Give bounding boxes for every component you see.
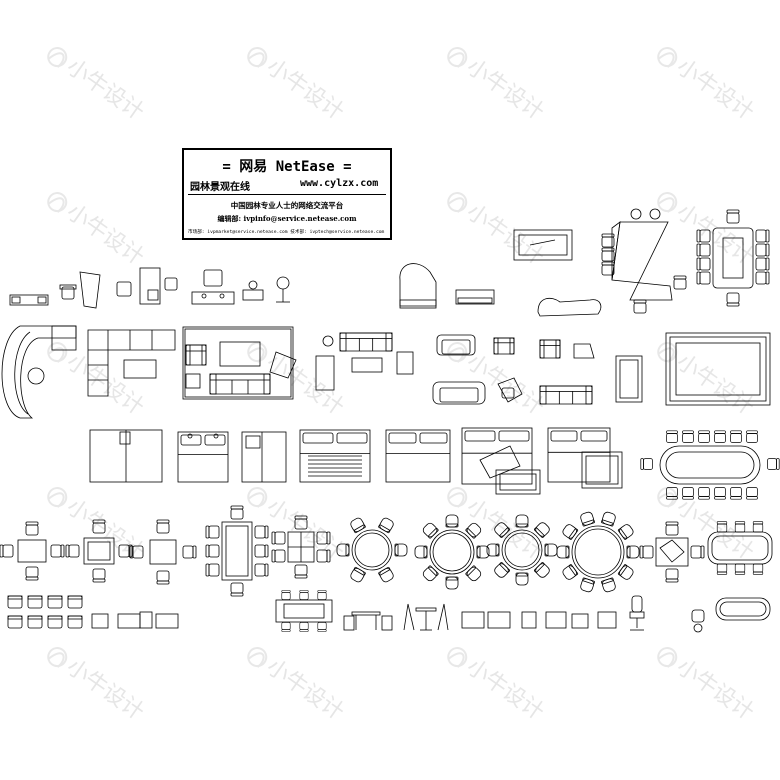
round-table-10 — [556, 511, 640, 593]
three-seat-sofa — [539, 385, 593, 405]
office-set-symbol — [116, 267, 178, 305]
piano-bench-symbol — [455, 289, 495, 305]
watermark-mark: 小牛设计 — [47, 47, 148, 125]
double-bed-quilt-symbol — [299, 429, 371, 483]
curved-desk-symbol — [79, 271, 101, 309]
watermark-mark: 小牛设计 — [657, 47, 758, 125]
watermark-mark: 小牛设计 — [247, 47, 348, 125]
pool-table-symbol — [513, 229, 573, 261]
watermark-mark: 小牛设计 — [657, 487, 758, 565]
watermark-mark: 小牛设计 — [247, 342, 348, 420]
watermark-mark: 小牛设计 — [657, 342, 758, 420]
watermark-mark: 小牛设计 — [47, 647, 148, 725]
square-table-4b — [65, 519, 133, 583]
svg-text:小牛设计: 小牛设计 — [672, 199, 758, 270]
watermark-mark: 小牛设计 — [247, 487, 348, 565]
watermark-mark: 小牛设计 — [247, 647, 348, 725]
svg-text:小牛设计: 小牛设计 — [262, 654, 348, 725]
single-bed-symbol-2 — [241, 431, 287, 483]
living-room-set-symbol — [182, 326, 297, 400]
lounge-chair-pair — [539, 339, 595, 359]
console-table-symbol — [191, 269, 235, 305]
l-sectional-sofa — [87, 329, 176, 397]
twin-beds-symbol — [89, 429, 163, 483]
svg-text:小牛设计: 小牛设计 — [462, 54, 548, 125]
double-bed-side-symbol — [547, 427, 623, 489]
double-bed-symbol — [385, 429, 451, 483]
office-chair-plan — [691, 609, 705, 633]
floor-lamp-symbol — [276, 276, 290, 303]
title-divider — [188, 194, 386, 195]
svg-text:小牛设计: 小牛设计 — [462, 349, 548, 420]
rect-table-6 — [205, 505, 269, 597]
angled-desk-symbol — [601, 208, 687, 314]
title-editor: 编辑部: ivpinfo@service.netease.com — [217, 214, 357, 223]
watermark-mark: 小牛设计 — [447, 342, 548, 420]
svg-text:小牛设计: 小牛设计 — [672, 654, 758, 725]
sofa-elevations — [461, 611, 617, 629]
svg-text:小牛设计: 小牛设计 — [62, 54, 148, 125]
oval-ornate-table — [707, 521, 773, 575]
svg-text:小牛设计: 小牛设计 — [672, 494, 758, 565]
office-chair-elevation — [629, 595, 645, 631]
rect-table-side-view — [275, 590, 333, 632]
watermark-layer: 小牛设计小牛设计小牛设计小牛设计小牛设计小牛设计小牛设计小牛设计小牛设计小牛设计… — [47, 47, 758, 725]
sofa-table-set — [315, 332, 414, 391]
title-tagline: 中国园林专业人士的网络交流平台 — [230, 201, 344, 210]
recliner-symbol — [497, 377, 523, 403]
round-table-6 — [336, 517, 408, 583]
square-ornate-table — [639, 521, 705, 583]
square-table-4c — [129, 519, 197, 585]
curved-sectional-sofa — [1, 325, 77, 419]
round-table-8b — [486, 514, 558, 586]
svg-text:小牛设计: 小牛设计 — [262, 349, 348, 420]
bistro-table-elevation — [403, 603, 449, 631]
large-rug-symbol — [665, 332, 771, 406]
conference-table-symbol — [696, 209, 770, 307]
svg-text:小牛设计: 小牛设计 — [262, 54, 348, 125]
lamp-table-symbol — [242, 280, 264, 301]
small-armchair-symbol — [493, 337, 515, 355]
sofa-symbol — [432, 381, 486, 405]
area-rug-symbol — [615, 355, 643, 403]
title-block: = 网易 NetEase = 园林景观在线 www.cylzx.com 中国园林… — [182, 148, 392, 240]
watermark-mark: 小牛设计 — [47, 192, 148, 270]
svg-text:小牛设计: 小牛设计 — [672, 349, 758, 420]
site-url: www.cylzx.com — [300, 178, 379, 189]
loveseat-symbol — [436, 334, 476, 356]
square-table-4 — [0, 521, 65, 581]
grand-piano-symbol — [399, 263, 437, 309]
rect-table-6b — [271, 515, 331, 579]
svg-text:小牛设计: 小牛设计 — [62, 654, 148, 725]
svg-text:小牛设计: 小牛设计 — [462, 654, 548, 725]
oval-dining-table-symbol — [640, 430, 780, 500]
double-bed-rug-symbol — [461, 427, 541, 495]
svg-text:小牛设计: 小牛设计 — [62, 199, 148, 270]
title-heading: = 网易 NetEase = — [222, 159, 352, 175]
watermark-mark: 小牛设计 — [657, 647, 758, 725]
single-bed-symbol — [177, 431, 229, 483]
svg-text:小牛设计: 小牛设计 — [672, 54, 758, 125]
table-chairs-elevation — [343, 611, 393, 631]
chaise-lounge-symbol — [537, 297, 602, 317]
watermark-mark: 小牛设计 — [447, 192, 548, 270]
desk-symbol — [9, 294, 49, 306]
watermark-mark: 小牛设计 — [447, 47, 548, 125]
title-footer: 市场部: ivpmarket@service.netease.com 技术部: … — [188, 230, 385, 235]
watermark-mark: 小牛设计 — [447, 647, 548, 725]
furniture-symbols — [0, 208, 780, 633]
oval-table-small — [715, 597, 771, 621]
chair-symbol — [59, 284, 77, 300]
site-name: 园林景观在线 — [190, 182, 250, 193]
round-table-8 — [414, 514, 490, 590]
small-chairs-set — [7, 595, 179, 629]
